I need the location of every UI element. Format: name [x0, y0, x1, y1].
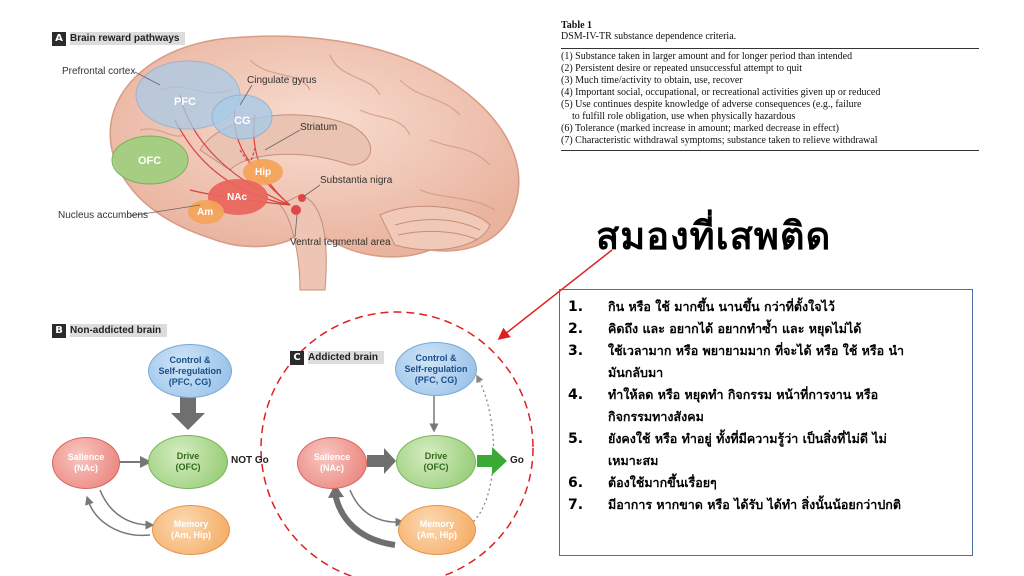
b-control-node: Control &Self-regulation(PFC, CG) — [148, 344, 232, 398]
panel-a-header: A Brain reward pathways — [52, 26, 186, 46]
table-row: (7) Characteristic withdrawal symptoms; … — [561, 135, 878, 146]
dsm-criteria-table: Table 1 DSM-IV-TR substance dependence c… — [561, 20, 979, 151]
panel-a-letter: A — [52, 32, 66, 46]
label-prefrontal-cortex: Prefrontal cortex — [62, 66, 136, 77]
label-striatum: Striatum — [300, 122, 338, 133]
hip-region — [243, 159, 283, 185]
vta-marker — [291, 205, 301, 215]
addicted-brain-highlight-circle — [260, 311, 534, 576]
panel-b-arrows — [85, 311, 534, 576]
c-control-node: Control &Self-regulation(PFC, CG) — [395, 342, 477, 396]
list-item: 7.มีอาการ หากขาด หรือ ได้รับ ได้ทำ สิ่งน… — [568, 497, 901, 513]
panel-c-header: C Addicted brain — [290, 345, 385, 365]
label-ventral-tegmental-area: Ventral tegmental area — [290, 237, 391, 248]
b-memory-node: Memory(Am, Hip) — [152, 505, 230, 555]
table-row: (6) Tolerance (marked increase in amount… — [561, 123, 839, 134]
ofc-region — [111, 135, 189, 185]
label-substantia-nigra: Substantia nigra — [320, 175, 393, 186]
list-item: 5.ยังคงใช้ หรือ ทำอยู่ ทั้งที่มีความรู้ว… — [568, 431, 887, 468]
addicted-brain-thai-title: สมองที่เสพติด — [596, 214, 832, 258]
b-salience-node: Salience(NAc) — [52, 437, 120, 489]
panel-c-letter: C — [290, 351, 304, 365]
c-salience-node: Salience(NAc) — [297, 437, 367, 489]
label-nucleus-accumbens: Nucleus accumbens — [58, 210, 149, 221]
table-row: (2) Persistent desire or repeated unsucc… — [561, 63, 803, 74]
list-item: 3.ใช้เวลามาก หรือ พยายามมาก ที่จะได้ หรื… — [568, 343, 905, 380]
b-not-go-label: NOT Go — [231, 455, 269, 466]
nac-label: NAc — [227, 192, 248, 203]
panel-b-header: B Non-addicted brain — [52, 318, 168, 338]
list-item: 1.กิน หรือ ใช้ มากขึ้น นานขึ้น กว่าที่ตั… — [568, 299, 835, 315]
b-drive-node: Drive(OFC) — [148, 435, 228, 489]
panel-b-letter: B — [52, 324, 66, 338]
table-title: Table 1 — [561, 20, 593, 31]
am-label: Am — [197, 207, 214, 218]
cg-label: CG — [234, 115, 251, 127]
ofc-label: OFC — [138, 155, 162, 167]
panel-c-title: Addicted brain — [308, 351, 385, 364]
c-drive-node: Drive(OFC) — [396, 435, 476, 489]
table-row: (4) Important social, occupational, or r… — [561, 87, 881, 98]
list-item: 2.คิดถึง และ อยากได้ อยากทำซ้ำ และ หยุดไ… — [568, 321, 862, 337]
table-rows: (1) Substance taken in larger amount and… — [561, 48, 979, 151]
table-row: (1) Substance taken in larger amount and… — [561, 51, 853, 62]
label-cingulate-gyrus: Cingulate gyrus — [247, 75, 317, 86]
brainstem — [279, 194, 327, 291]
list-item: 6.ต้องใช้มากขึ้นเรื่อยๆ — [568, 475, 717, 491]
panel-b-title: Non-addicted brain — [70, 324, 168, 337]
cg-region — [211, 94, 273, 140]
table-row: (3) Much time/activity to obtain, use, r… — [561, 75, 743, 86]
brain-illustration — [109, 35, 520, 291]
thai-criteria-box: 1.กิน หรือ ใช้ มากขึ้น นานขึ้น กว่าที่ตั… — [559, 289, 973, 556]
c-memory-node: Memory(Am, Hip) — [398, 505, 476, 555]
cerebellum — [379, 205, 491, 251]
hip-label: Hip — [255, 167, 272, 178]
table-row: to fulfill role obligation, use when phy… — [572, 111, 796, 122]
list-item: 4.ทำให้ลด หรือ หยุดทำ กิจกรรม หน้าที่การ… — [568, 387, 879, 424]
c-go-label: Go — [510, 455, 524, 466]
panel-a-title: Brain reward pathways — [70, 32, 186, 45]
am-region — [188, 200, 224, 224]
table-caption: DSM-IV-TR substance dependence criteria. — [561, 31, 737, 42]
table-row: (5) Use continues despite knowledge of a… — [561, 99, 862, 110]
nac-region — [208, 179, 268, 215]
pfc-label: PFC — [174, 96, 196, 108]
